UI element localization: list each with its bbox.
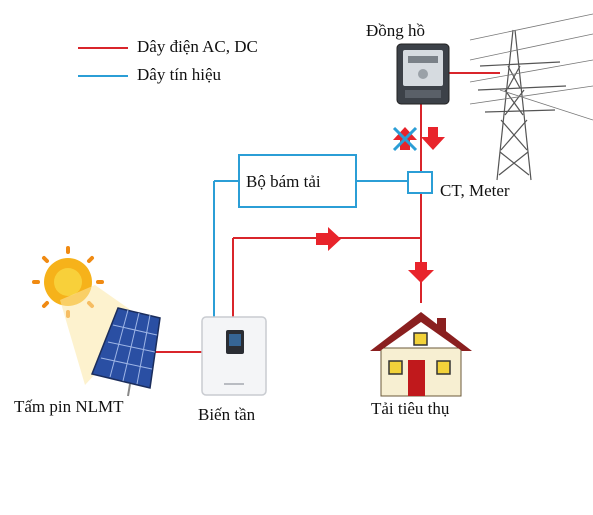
- solar-panel-icon: [90, 307, 161, 397]
- power-lines: [150, 72, 500, 353]
- ct-meter-label: CT, Meter: [440, 181, 510, 200]
- load-label: Tải tiêu thụ: [371, 399, 450, 418]
- power-tower-icon: [469, 13, 593, 181]
- inverter-label: Biến tần: [198, 405, 256, 424]
- flow-arrow-icon: [316, 127, 445, 283]
- tracker-box: [238, 154, 357, 208]
- ct-box: [407, 171, 433, 194]
- legend-power-label: Dây điện AC, DC: [137, 37, 258, 56]
- blocked-arrow-icon: [392, 126, 418, 152]
- legend-signal-label: Dây tín hiệu: [137, 65, 222, 84]
- signal-lines: [213, 154, 433, 317]
- electric-meter-icon: [396, 43, 450, 105]
- legend-power-line: [78, 47, 128, 49]
- house-icon: [370, 312, 472, 397]
- inverter-icon: [201, 316, 267, 396]
- down-arrow-meter-icon: [421, 127, 445, 150]
- right-arrow-feed-icon: [316, 227, 341, 251]
- down-arrow-load-icon: [408, 262, 434, 283]
- solar-panel-label: Tấm pin NLMT: [14, 397, 124, 416]
- tracker-label: Bộ bám tải: [246, 172, 321, 191]
- legend-signal-line: [78, 75, 128, 77]
- meter-label: Đồng hồ: [366, 21, 426, 40]
